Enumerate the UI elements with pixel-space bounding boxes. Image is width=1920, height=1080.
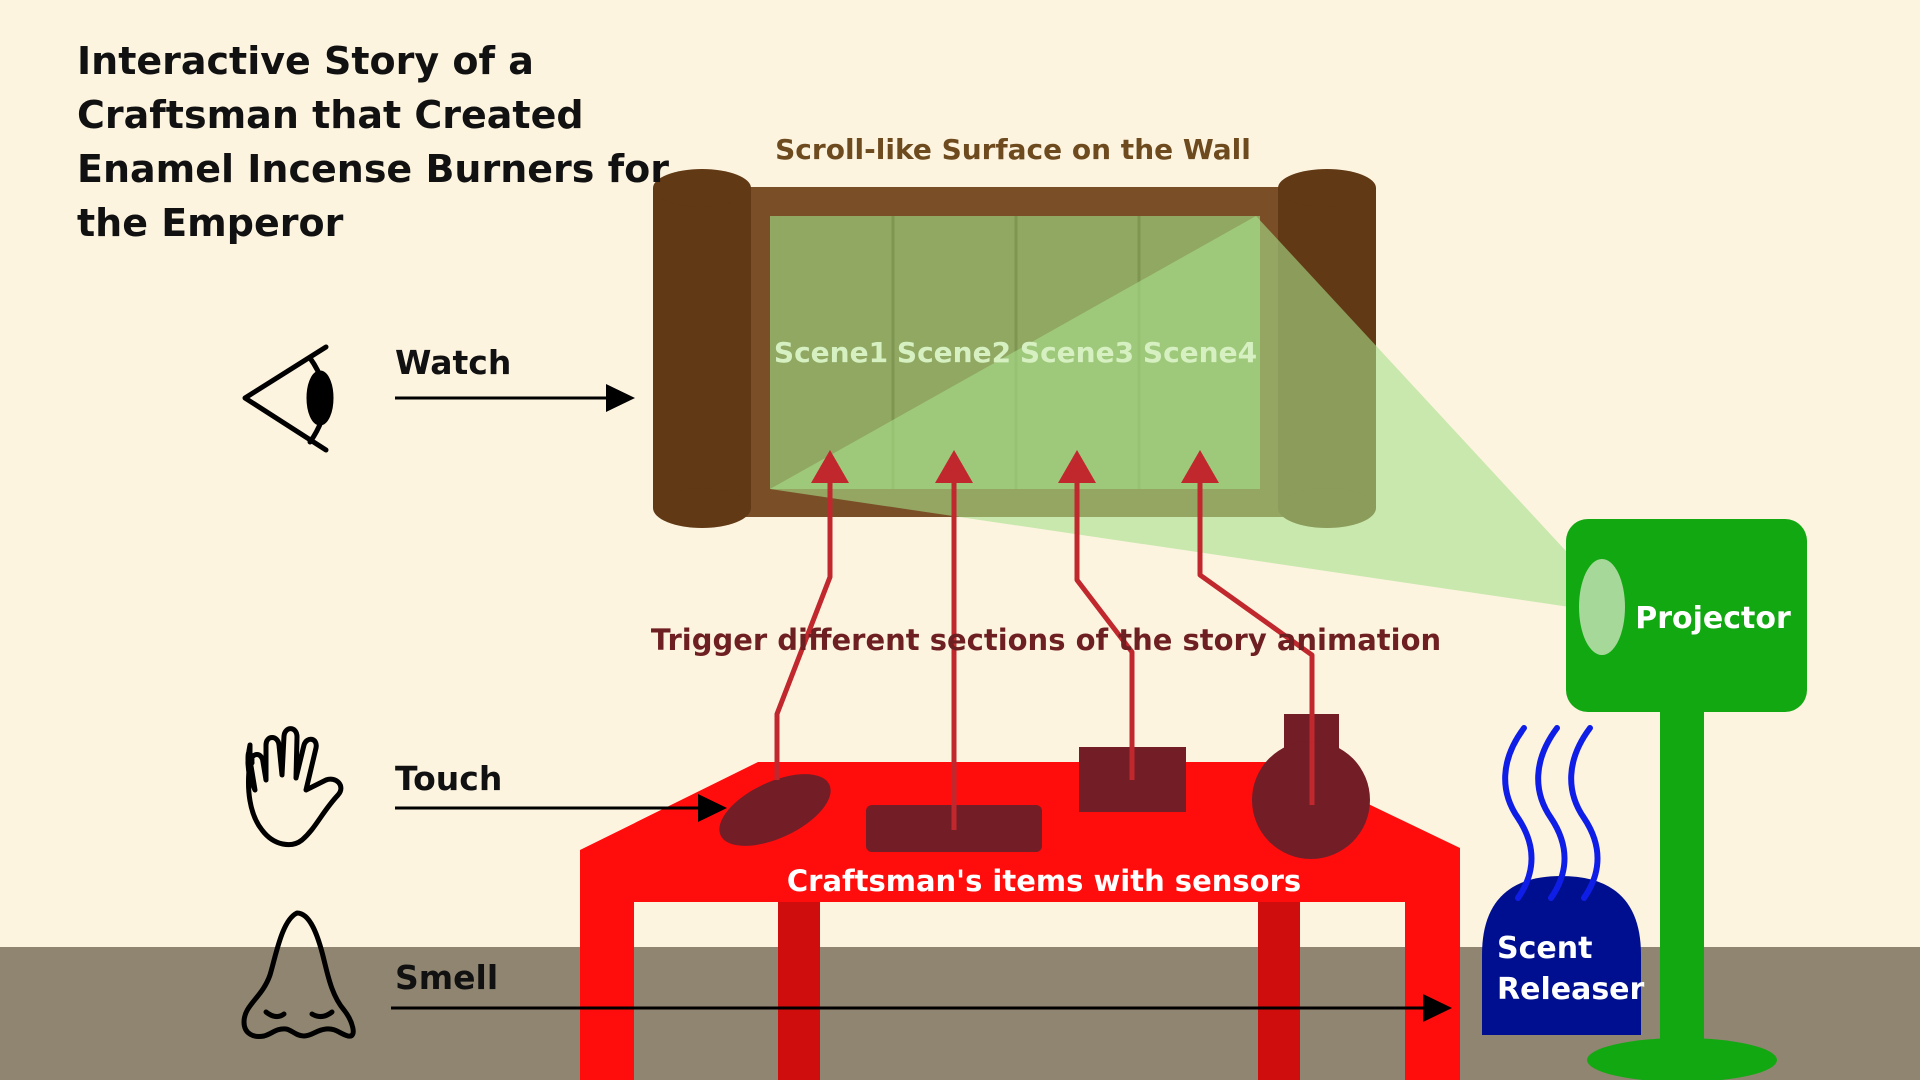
trigger-label: Trigger different sections of the story … (651, 623, 1441, 657)
scroll-label: Scroll-like Surface on the Wall (775, 133, 1251, 166)
watch-label: Watch (395, 343, 511, 382)
projector-label: Projector (1635, 601, 1791, 636)
touch-label: Touch (395, 759, 502, 798)
scroll-roller-right-top (1278, 169, 1376, 207)
scent-label-line2: Releaser (1497, 972, 1645, 1007)
eye-outline (242, 344, 329, 453)
trigger-arrowhead (935, 450, 973, 483)
trigger-arrowheads (811, 450, 1219, 483)
title-line-3: Enamel Incense Burners for (77, 147, 669, 191)
projector-body (1566, 519, 1807, 712)
nose-nostril (309, 1009, 335, 1020)
scent-wave (1502, 725, 1535, 901)
scent-wave (1535, 725, 1568, 901)
table-leg-back (1258, 900, 1300, 1080)
scent-waves (1502, 725, 1601, 901)
projector-lens (1579, 559, 1625, 655)
nose-icon (241, 910, 356, 1039)
table-label: Craftsman's items with sensors (787, 864, 1301, 898)
light-beam (770, 216, 1590, 610)
trigger-arrowhead (1181, 450, 1219, 483)
scent-releaser-body (1482, 876, 1641, 1035)
watch-arrow (395, 384, 635, 412)
trigger-arrowhead (1058, 450, 1096, 483)
watch-arrow-head (606, 384, 635, 412)
trigger-line-3 (1074, 478, 1135, 780)
item-plate (719, 774, 831, 846)
title-line-4: the Emperor (77, 201, 344, 245)
table-body (580, 762, 1460, 1080)
touch-arrow (395, 794, 727, 822)
scene-label-3: Scene3 (1020, 336, 1134, 369)
smell-arrow (391, 994, 1452, 1022)
scent-releaser: Scent Releaser (1482, 725, 1645, 1035)
table (580, 762, 1460, 1080)
scroll-roller-left (653, 188, 751, 508)
scent-wave (1568, 725, 1601, 901)
scene-label-4: Scene4 (1143, 336, 1257, 369)
scroll-roller-left-bottom (653, 488, 751, 528)
trigger-line-1 (774, 478, 833, 780)
projector: Projector (1566, 519, 1807, 1080)
scroll-roller-left-top (653, 169, 751, 207)
trigger-lines (774, 478, 1315, 830)
hand-icon (245, 726, 344, 848)
eye-pupil (306, 370, 334, 426)
nose-outline (241, 910, 356, 1039)
projector-stand (1660, 700, 1704, 1052)
projector-base (1587, 1038, 1777, 1080)
touch-arrow-head (698, 794, 727, 822)
title-line-2: Craftsman that Created (77, 93, 584, 137)
smell-arrow-head (1423, 994, 1452, 1022)
nose-nostril (263, 1009, 287, 1020)
scene-label-2: Scene2 (897, 336, 1011, 369)
trigger-line-4 (1197, 478, 1315, 805)
page-title: Interactive Story of a Craftsman that Cr… (77, 34, 677, 250)
smell-label: Smell (395, 958, 498, 997)
scent-label-line1: Scent (1497, 931, 1592, 966)
scene-label-1: Scene1 (774, 336, 888, 369)
table-leg-back (778, 900, 820, 1080)
hand-shape (246, 726, 344, 848)
eye-icon (242, 344, 334, 453)
title-line-1: Interactive Story of a (77, 39, 534, 83)
trigger-arrowhead (811, 450, 849, 483)
